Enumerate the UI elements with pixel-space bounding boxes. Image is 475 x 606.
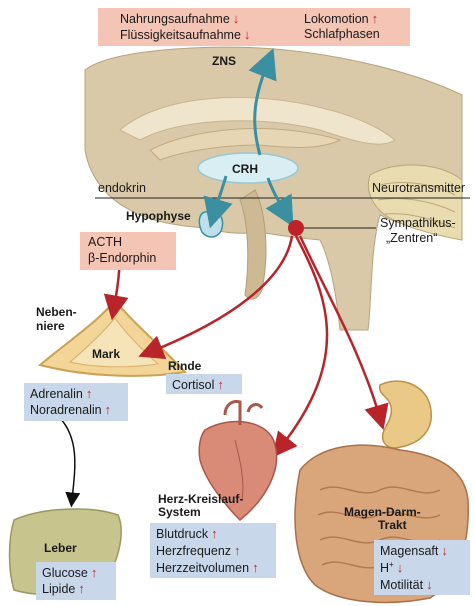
pituitary-illustration: [199, 212, 222, 237]
heart-effects-box: Blutdruck↑ Herzfrequenz↑ Herzzeitvolumen…: [150, 523, 276, 578]
label-herz-kreislauf-2: System: [158, 505, 201, 520]
effect-noradrenalin: Noradrenalin↑: [30, 402, 111, 418]
effect-motilitaet: Motilität↓: [380, 577, 433, 593]
label-mark: Mark: [92, 347, 120, 362]
label-hypophyse: Hypophyse: [126, 209, 191, 224]
effect-h-plus: H+↓: [380, 560, 403, 576]
liver-effects-box: Glucose↑ Lipide↑: [36, 562, 116, 600]
arrow-down-icon: ↓: [426, 577, 433, 592]
adrenalin-box: Adrenalin↑ Noradrenalin↑: [24, 383, 128, 421]
effect-glucose: Glucose↑: [42, 565, 97, 581]
effect-cortisol: Cortisol↑: [172, 377, 224, 393]
label-sympathikus-2: „Zentren“: [386, 231, 437, 246]
label-beta-endorphin: β-Endorphin: [88, 251, 156, 266]
label-acth: ACTH: [88, 235, 122, 250]
arrow-adrenal-to-liver: [60, 418, 75, 500]
effect-blutdruck: Blutdruck↑: [156, 526, 218, 542]
arrow-up-icon: ↑: [105, 402, 112, 417]
effect-herzfrequenz: Herzfrequenz↑: [156, 543, 241, 559]
arrow-up-icon: ↑: [372, 11, 379, 26]
arrow-down-icon: ↓: [441, 543, 448, 558]
acth-box: ACTH β-Endorphin: [80, 232, 176, 270]
label-neurotransmitter: Neurotransmitter: [372, 181, 465, 196]
arrow-up-icon: ↑: [211, 526, 218, 541]
label-sympathikus-1: Sympathikus-: [380, 216, 456, 231]
arrow-up-icon: ↑: [91, 565, 98, 580]
label-leber: Leber: [44, 541, 77, 556]
gut-effects-box: Magensaft↓ H+↓ Motilität↓: [374, 540, 470, 595]
arrow-up-icon: ↑: [78, 581, 85, 596]
sympathikus-dot: [288, 220, 304, 236]
effect-nahrungsaufnahme: Nahrungsaufnahme↓: [120, 11, 239, 27]
effect-herzzeitvolumen: Herzzeitvolumen↑: [156, 560, 259, 576]
label-endokrin: endokrin: [98, 181, 146, 196]
effect-adrenalin: Adrenalin↑: [30, 386, 92, 402]
label-nebenniere-1: Neben-: [36, 305, 77, 320]
label-crh: CRH: [232, 162, 258, 177]
arrow-down-icon: ↓: [244, 27, 251, 42]
label-magen-darm-2: Trakt: [378, 518, 407, 533]
label-rinde: Rinde: [168, 359, 201, 374]
effect-lokomotion: Lokomotion↑: [304, 11, 378, 27]
label-zns: ZNS: [212, 54, 236, 69]
arrow-up-icon: ↑: [217, 377, 224, 392]
arrow-up-icon: ↑: [234, 543, 241, 558]
arrow-down-icon: ↓: [397, 560, 404, 575]
label-nebenniere-2: niere: [36, 319, 65, 334]
effect-schlafphasen: Schlafphasen: [304, 27, 380, 42]
top-effects-box: Nahrungsaufnahme↓ Lokomotion↑ Flüssigkei…: [98, 8, 410, 46]
arrow-up-icon: ↑: [86, 386, 93, 401]
effect-magensaft: Magensaft↓: [380, 543, 448, 559]
cortisol-box: Cortisol↑: [166, 374, 242, 394]
arrow-down-icon: ↓: [233, 11, 240, 26]
arrow-sympathikus-to-heart: [280, 236, 327, 448]
effect-fluessigkeitsaufnahme: Flüssigkeitsaufnahme↓: [120, 27, 250, 43]
effect-lipide: Lipide↑: [42, 581, 85, 597]
arrow-up-icon: ↑: [252, 560, 259, 575]
